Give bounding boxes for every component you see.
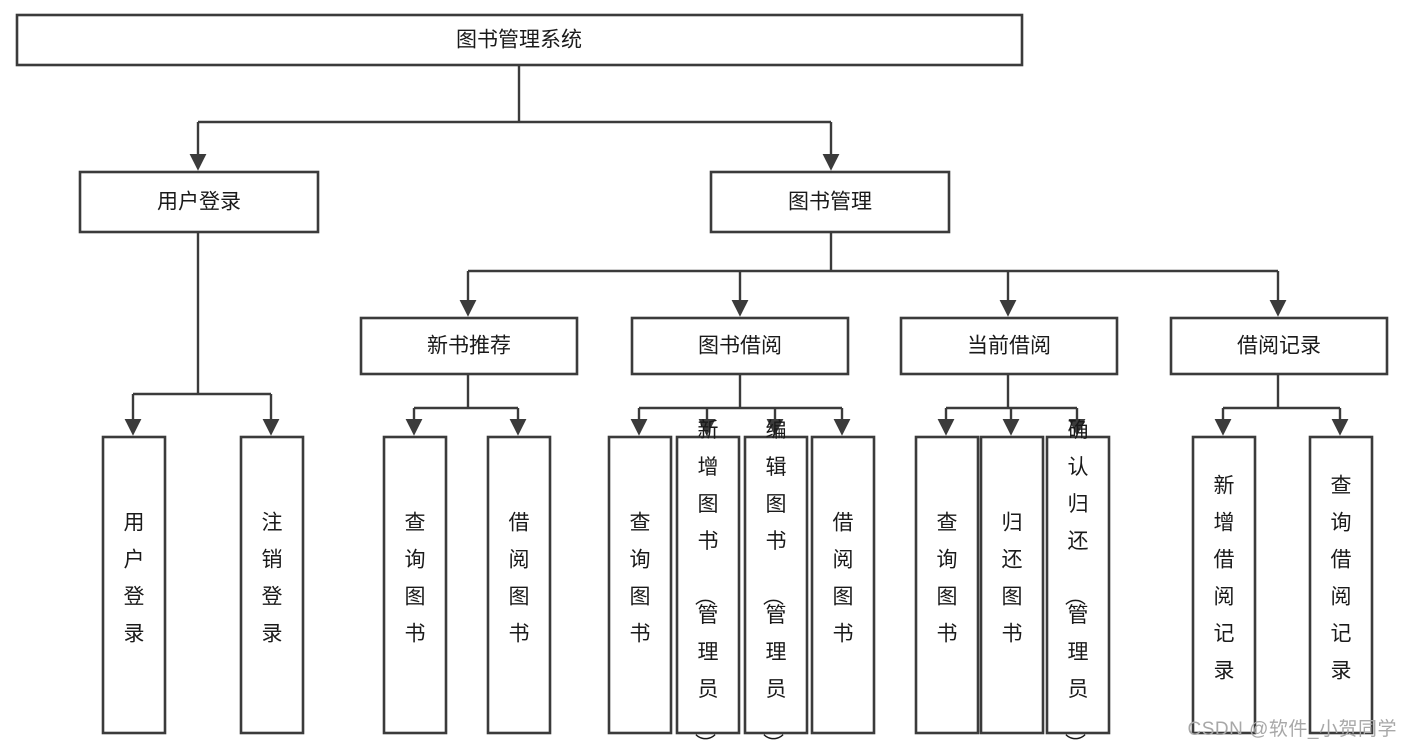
node-current[interactable]: 当前借阅 — [899, 316, 1119, 376]
node-login[interactable]: 用户登录 — [78, 170, 320, 234]
node-leaf-borrow-lend-label: 借阅图书 — [833, 512, 854, 646]
node-current-box[interactable] — [899, 316, 1119, 376]
node-leaf-new-query[interactable]: 查询图书 — [382, 435, 448, 735]
node-leaf-borrow-add[interactable]: 新增图书（管理员） — [675, 419, 741, 747]
node-leaf-borrow-query[interactable]: 查询图书 — [607, 435, 673, 735]
node-newbook[interactable]: 新书推荐 — [359, 316, 579, 376]
node-records-label: 借阅记录 — [1237, 335, 1321, 358]
node-leaf-record-add-box[interactable] — [1191, 435, 1257, 735]
node-leaf-record-query[interactable]: 查询借阅记录 — [1308, 435, 1374, 735]
node-newbook-box[interactable] — [359, 316, 579, 376]
node-leaf-record-add-label: 新增借阅记录 — [1214, 475, 1235, 683]
node-leaf-user-logout[interactable]: 注销登录 — [239, 435, 305, 735]
node-borrow-box[interactable] — [630, 316, 850, 376]
node-bookmgmt-label: 图书管理 — [788, 191, 872, 214]
node-leaf-user-login-label: 用户登录 — [124, 512, 145, 646]
node-leaf-borrow-edit-label: 编辑图书（管理员） — [761, 419, 787, 747]
node-leaf-user-login[interactable]: 用户登录 — [101, 435, 167, 735]
node-leaf-borrow-query-box[interactable] — [607, 435, 673, 735]
node-leaf-record-query-label: 查询借阅记录 — [1331, 475, 1352, 683]
node-leaf-borrow-edit-box[interactable] — [743, 435, 809, 735]
node-borrow[interactable]: 图书借阅 — [630, 316, 850, 376]
node-leaf-user-logout-label: 注销登录 — [262, 512, 283, 646]
node-bookmgmt[interactable]: 图书管理 — [709, 170, 951, 234]
node-leaf-user-login-box[interactable] — [101, 435, 167, 735]
node-current-label: 当前借阅 — [967, 335, 1051, 358]
node-records[interactable]: 借阅记录 — [1169, 316, 1389, 376]
node-leaf-borrow-edit[interactable]: 编辑图书（管理员） — [743, 419, 809, 747]
node-leaf-current-confirm-label: 确认归还（管理员） — [1063, 419, 1089, 747]
node-leaf-record-add[interactable]: 新增借阅记录 — [1191, 435, 1257, 735]
node-leaf-current-return[interactable]: 归还图书 — [979, 435, 1045, 735]
node-leaf-current-confirm[interactable]: 确认归还（管理员） — [1045, 419, 1111, 747]
node-leaf-user-logout-box[interactable] — [239, 435, 305, 735]
node-leaf-new-query-box[interactable] — [382, 435, 448, 735]
node-root[interactable]: 图书管理系统 — [15, 13, 1024, 67]
node-leaf-current-query-label: 查询图书 — [937, 512, 958, 646]
node-borrow-label: 图书借阅 — [698, 335, 782, 358]
node-records-box[interactable] — [1169, 316, 1389, 376]
node-login-label: 用户登录 — [157, 191, 241, 214]
node-newbook-label: 新书推荐 — [427, 335, 511, 358]
node-leaf-current-return-label: 归还图书 — [1002, 512, 1023, 646]
node-leaf-current-confirm-box[interactable] — [1045, 435, 1111, 735]
node-leaf-borrow-add-box[interactable] — [675, 435, 741, 735]
node-root-box[interactable] — [15, 13, 1024, 67]
node-leaf-borrow-add-label: 新增图书（管理员） — [693, 419, 719, 747]
node-leaf-record-query-box[interactable] — [1308, 435, 1374, 735]
node-leaf-new-borrow-label: 借阅图书 — [509, 512, 530, 646]
node-leaf-current-return-box[interactable] — [979, 435, 1045, 735]
edge-layer — [124, 65, 1349, 436]
node-bookmgmt-box[interactable] — [709, 170, 951, 234]
node-leaf-current-query-box[interactable] — [914, 435, 980, 735]
node-leaf-new-borrow[interactable]: 借阅图书 — [486, 435, 552, 735]
node-leaf-borrow-lend-box[interactable] — [810, 435, 876, 735]
node-leaf-current-query[interactable]: 查询图书 — [914, 435, 980, 735]
node-login-box[interactable] — [78, 170, 320, 234]
node-leaf-borrow-query-label: 查询图书 — [630, 512, 651, 646]
node-leaf-new-query-label: 查询图书 — [405, 512, 426, 646]
node-leaf-borrow-lend[interactable]: 借阅图书 — [810, 435, 876, 735]
node-leaf-new-borrow-box[interactable] — [486, 435, 552, 735]
node-root-label: 图书管理系统 — [456, 29, 582, 52]
